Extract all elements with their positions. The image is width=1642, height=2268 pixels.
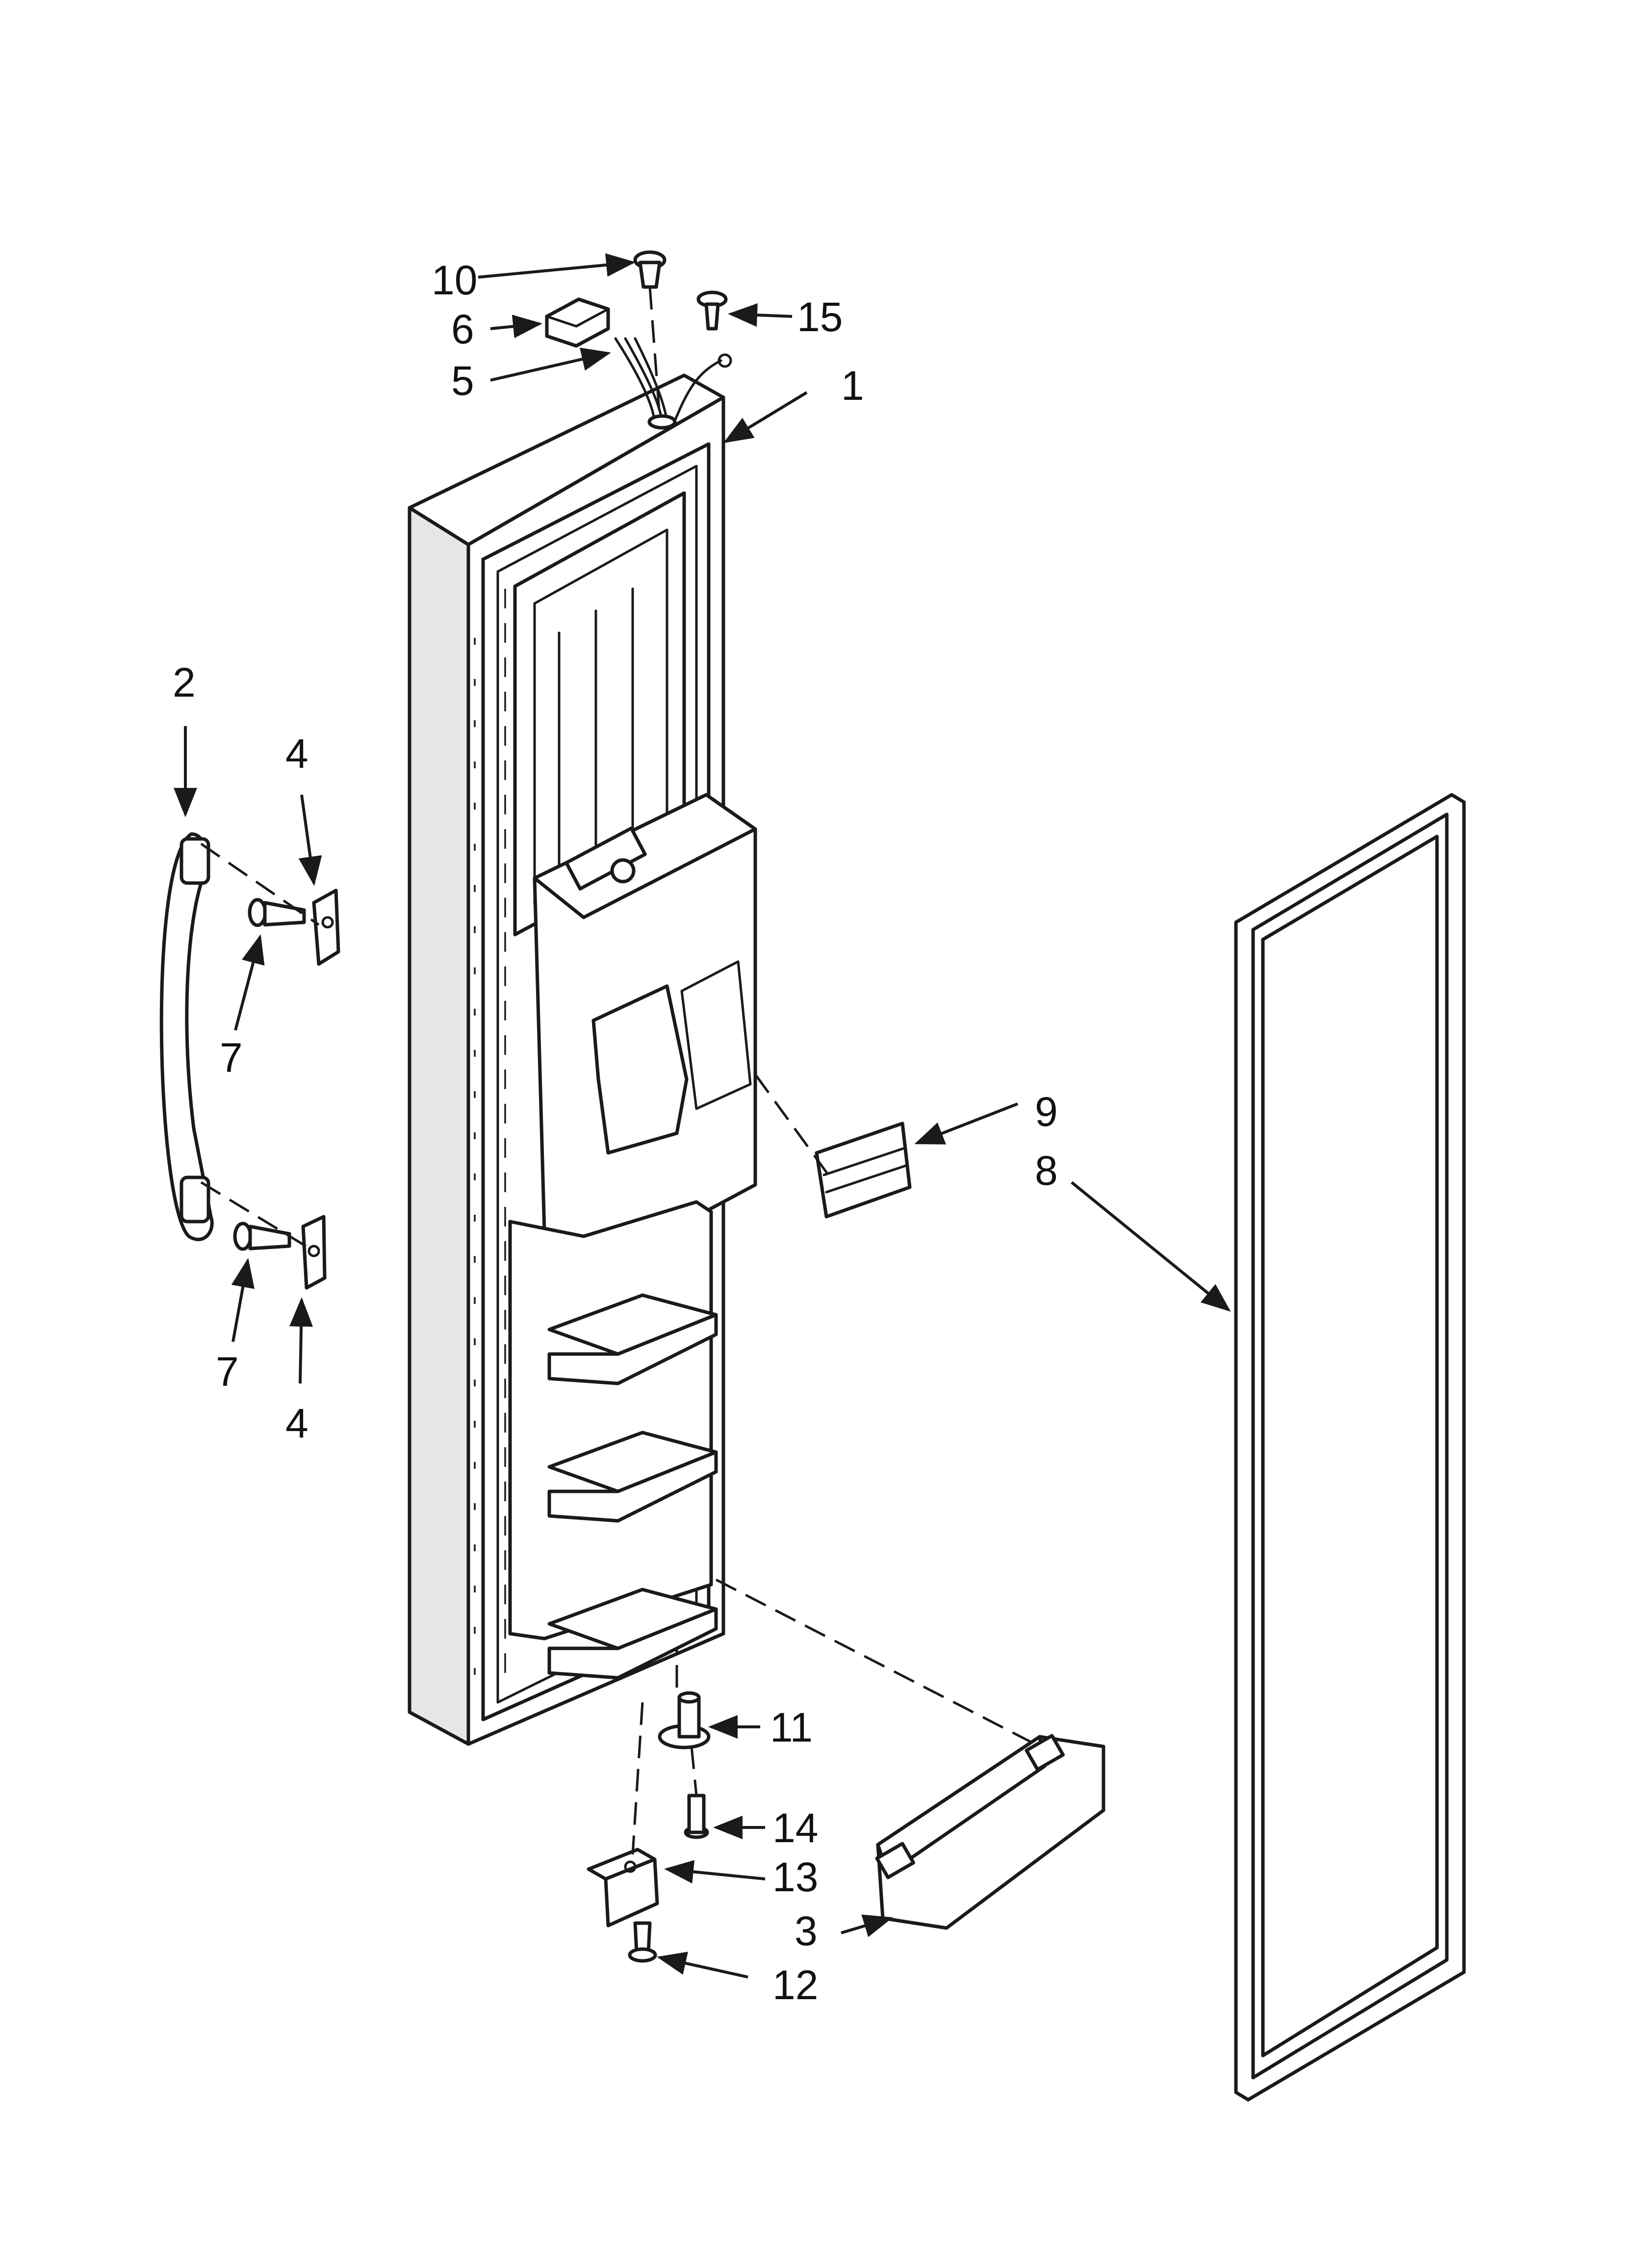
bottom-hinge — [587, 1848, 659, 1928]
callout-7-lower: 7 — [216, 1349, 239, 1395]
callout-7-upper: 7 — [220, 1035, 243, 1081]
callout-10: 10 — [432, 257, 477, 303]
callout-11: 11 — [770, 1704, 813, 1750]
door-edge-studs — [474, 589, 506, 1693]
handle-screw-lower — [233, 1222, 291, 1251]
callout-4-upper: 4 — [285, 730, 308, 777]
callout-4-lower: 4 — [285, 1400, 308, 1446]
callout-8: 8 — [1035, 1147, 1058, 1194]
top-plug — [633, 250, 667, 289]
wire-connector — [545, 297, 610, 348]
door-shelves — [508, 1200, 718, 1680]
bottom-screw — [628, 1921, 657, 1963]
hinge-pin — [658, 1691, 711, 1749]
dispenser-trim — [815, 1121, 912, 1219]
door-gasket — [1234, 793, 1466, 2102]
callout-9: 9 — [1035, 1089, 1058, 1135]
wire-harness — [614, 337, 732, 430]
hinge-screw — [684, 1794, 709, 1839]
callout-leaders — [174, 253, 1231, 1979]
callout-labels: 10 6 5 15 1 2 4 7 7 4 9 8 11 14 13 3 12 — [173, 257, 1058, 2008]
callout-5: 5 — [451, 358, 474, 404]
assembly-guide-lines — [200, 287, 1041, 1855]
callout-6: 6 — [451, 306, 474, 352]
callout-3: 3 — [795, 1908, 818, 1954]
door-handle — [159, 832, 214, 1241]
handle-screw-upper — [248, 898, 306, 927]
callout-12: 12 — [772, 1962, 818, 2008]
handle-bracket-upper — [312, 888, 340, 966]
door-bin — [875, 1734, 1105, 1930]
top-screw — [696, 290, 728, 331]
callout-1: 1 — [841, 363, 864, 409]
freezer-door-assembly — [408, 373, 757, 1746]
callout-14: 14 — [772, 1805, 818, 1851]
callout-13: 13 — [772, 1854, 818, 1900]
handle-bracket-lower — [301, 1215, 327, 1290]
callout-15: 15 — [797, 294, 843, 340]
callout-2: 2 — [173, 659, 196, 705]
